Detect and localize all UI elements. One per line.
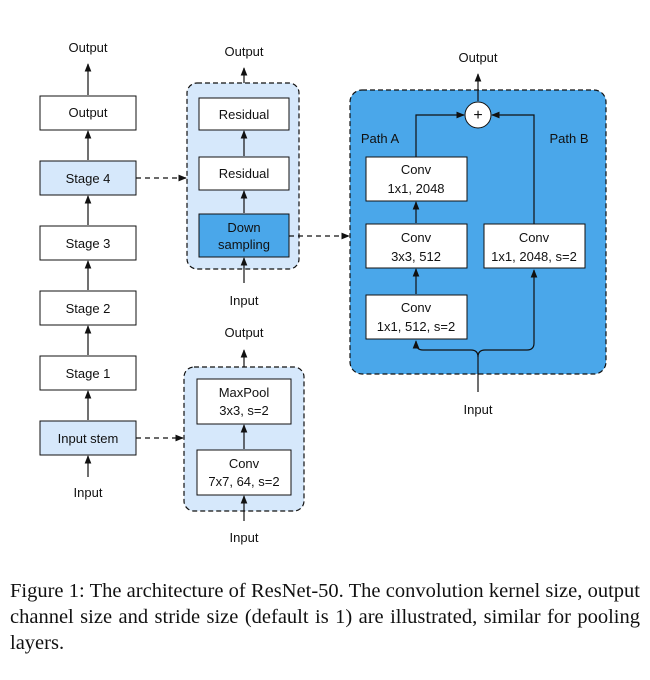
add-node	[464, 101, 492, 129]
conv-a3-label-line1: Conv	[401, 162, 432, 177]
edge-a3-to-add	[415, 111, 465, 157]
maxpool-box	[196, 378, 292, 425]
conv-a1-box	[365, 294, 468, 340]
conv-a3-label-line2: 1x1, 2048	[387, 181, 444, 196]
downsampling-detail-output-label: Output	[458, 50, 497, 65]
stage3-box	[39, 225, 137, 261]
downsampling-box	[198, 213, 290, 258]
downsampling-label-line2: sampling	[218, 237, 270, 252]
conv-b-label-line2: 1x1, 2048, s=2	[491, 249, 577, 264]
add-node-symbol: +	[473, 107, 482, 124]
residual-top-label: Residual	[219, 107, 270, 122]
stage-detail-input-label: Input	[230, 293, 259, 308]
conv-a1-label-line1: Conv	[401, 300, 432, 315]
downsampling-label-line1: Down	[227, 220, 260, 235]
resnet50-architecture-diagram: Output Output Stage 4 Stage 3 Stage 2 St…	[39, 40, 607, 545]
stem-conv-box	[196, 449, 292, 496]
residual-box-top	[198, 97, 290, 131]
residual-box-bottom	[198, 156, 290, 191]
path-b-label: Path B	[549, 131, 588, 146]
conv-a3-box	[365, 156, 468, 202]
edge-input-to-a1	[412, 340, 479, 358]
stage1-label: Stage 1	[66, 366, 111, 381]
stage2-label: Stage 2	[66, 301, 111, 316]
maxpool-label-line2: 3x3, s=2	[219, 403, 269, 418]
path-a-label: Path A	[361, 131, 400, 146]
output-box-label: Output	[68, 105, 107, 120]
main-output-top-label: Output	[68, 40, 107, 55]
stem-detail-panel: Output MaxPool 3x3, s=2 Conv 7x7, 64, s=…	[183, 325, 305, 545]
main-column: Output Output Stage 4 Stage 3 Stage 2 St…	[39, 40, 137, 500]
input-stem-box	[39, 420, 137, 456]
conv-b-box	[483, 223, 586, 269]
stem-conv-label-line2: 7x7, 64, s=2	[208, 474, 279, 489]
edge-b-to-add	[491, 111, 535, 224]
stage1-box	[39, 355, 137, 391]
stage-detail-panel: Output Residual Residual Down sampling I…	[186, 44, 300, 308]
stem-conv-label-line1: Conv	[229, 456, 260, 471]
stage-detail-output-label: Output	[224, 44, 263, 59]
conv-a1-label-line2: 1x1, 512, s=2	[377, 319, 455, 334]
conv-a2-label-line1: Conv	[401, 230, 432, 245]
output-box	[39, 95, 137, 131]
conv-a2-box	[365, 223, 468, 269]
figure-caption: Figure 1: The architecture of ResNet-50.…	[10, 580, 640, 654]
main-input-label: Input	[74, 485, 103, 500]
edge-input-to-b	[477, 269, 538, 358]
stem-detail-output-label: Output	[224, 325, 263, 340]
stage4-box	[39, 160, 137, 196]
stage2-box	[39, 290, 137, 326]
maxpool-label-line1: MaxPool	[219, 385, 270, 400]
input-stem-label: Input stem	[58, 431, 119, 446]
downsampling-detail-panel: Output + Path A Path B Conv 1x1, 2048 Co…	[349, 50, 607, 417]
stage3-label: Stage 3	[66, 236, 111, 251]
residual-bottom-label: Residual	[219, 166, 270, 181]
stem-detail-input-label: Input	[230, 530, 259, 545]
conv-a2-label-line2: 3x3, 512	[391, 249, 441, 264]
downsampling-detail-input-label: Input	[464, 402, 493, 417]
stage4-label: Stage 4	[66, 171, 111, 186]
conv-b-label-line1: Conv	[519, 230, 550, 245]
